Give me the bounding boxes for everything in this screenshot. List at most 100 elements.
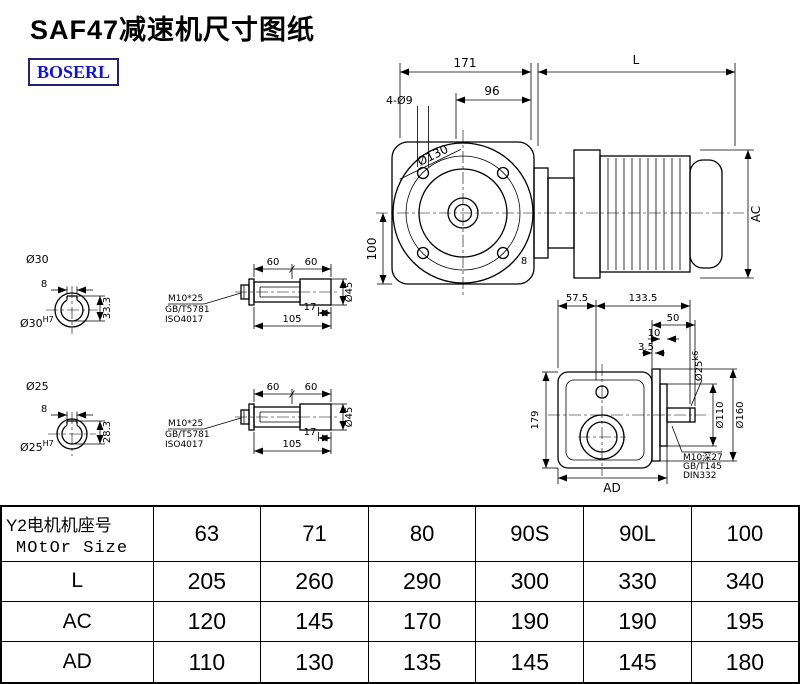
- front-view: 171 L 96 4-Ø9 Ø130 100 AC 8: [365, 53, 763, 298]
- bore25-fit-label: Ø25H7: [20, 439, 54, 454]
- dim-l-label: L: [633, 53, 640, 67]
- table-row-ad: AD 110 130 135 145 145 180: [0, 641, 800, 684]
- shaft-bottom-note3: ISO4017: [165, 440, 203, 450]
- value-cell: 145: [475, 641, 585, 684]
- bore25-dimension-lines: [51, 411, 105, 445]
- bore30-fit-label: Ø30H7: [20, 315, 54, 330]
- value-cell: 135: [367, 641, 477, 684]
- shaft-top-17-label: 17: [304, 302, 317, 313]
- bore30-fit-tol: H7: [43, 315, 54, 324]
- bore30-dimension-lines: [51, 286, 105, 322]
- shaft-top-note2: GB/T5781: [165, 305, 210, 315]
- shaft-top-60a-label: 60: [267, 257, 280, 268]
- side-note3: DIN332: [683, 471, 717, 481]
- side-179-label: 179: [530, 410, 541, 429]
- brand-logo: BOSERL: [28, 58, 120, 86]
- side-1335-label: 133.5: [629, 293, 658, 304]
- table-row-l: L 205 260 290 300 330 340: [0, 560, 800, 602]
- motor-size-header-cn: Y2电机机座号: [6, 516, 112, 536]
- value-cell: 120: [152, 600, 262, 643]
- bore30-keyheight-label: 33.3: [102, 297, 113, 319]
- page-title: SAF47减速机尺寸图纸: [30, 15, 316, 45]
- bore-section-30: Ø30 8 33.3 Ø30H7: [20, 253, 113, 334]
- dim-100-label: 100: [365, 238, 379, 261]
- row-label-cell: AD: [0, 641, 154, 684]
- side-d25k6-dia: Ø25: [693, 361, 705, 382]
- side-view: 57.5 133.5 50 10 3.5 Ø25k6 Ø110 Ø160 179…: [530, 293, 746, 495]
- value-cell: 290: [367, 560, 477, 602]
- value-cell: 130: [260, 641, 369, 684]
- shaft-top-60b-label: 60: [305, 257, 318, 268]
- value-cell: 195: [690, 600, 800, 643]
- side-35-label: 3.5: [638, 342, 654, 353]
- shaft-bottom-note1: M10*25: [168, 419, 203, 429]
- shaft-top-note3: ISO4017: [165, 315, 203, 325]
- value-cell: 110: [152, 641, 262, 684]
- bore25-keyheight-label: 28.3: [102, 421, 113, 443]
- bore-section-25: Ø25 8 28.3 Ø25H7: [20, 380, 113, 456]
- row-label-cell: L: [0, 560, 154, 602]
- bore30-geometry: [46, 286, 98, 334]
- bore25-dia-label: Ø25: [26, 380, 49, 393]
- dimension-table: Y2电机机座号 MOtOr Size 63 71 80 90S 90L 100 …: [0, 505, 800, 684]
- side-note1: M10深27: [683, 452, 723, 463]
- motor-size-header-cell: Y2电机机座号 MOtOr Size: [0, 505, 154, 562]
- side-note2: GB/T145: [683, 462, 722, 472]
- motor-size-cell: 63: [152, 505, 262, 562]
- shaft-detail-top: 60 60 17 105 Ø45 M10*25 GB/T5781 ISO4017: [165, 257, 355, 330]
- bolt-holes-label: 4-Ø9: [386, 94, 413, 107]
- shaft-bottom-60b-label: 60: [305, 382, 318, 393]
- value-cell: 190: [583, 600, 692, 643]
- value-cell: 145: [260, 600, 369, 643]
- shaft-bottom-17-label: 17: [304, 427, 317, 438]
- value-cell: 330: [583, 560, 692, 602]
- front-view-geometry: [376, 130, 744, 298]
- side-view-geometry: [548, 364, 706, 476]
- dim-96-label: 96: [484, 84, 499, 98]
- motor-size-header-en: MOtOr Size: [16, 539, 129, 559]
- shaft-detail-bottom: 60 60 17 105 Ø45 M10*25 GB/T5781 ISO4017: [165, 382, 355, 455]
- side-50-label: 50: [667, 313, 680, 324]
- side-d25k6-fit: k6: [691, 351, 700, 361]
- shaft-top-105-label: 105: [282, 314, 301, 325]
- value-cell: 300: [475, 560, 585, 602]
- motor-size-cell: 90S: [475, 505, 585, 562]
- bore30-fit-dia: Ø30: [20, 317, 43, 330]
- motor-size-cell: 100: [690, 505, 800, 562]
- dim-171-label: 171: [454, 56, 477, 70]
- bore30-keywidth-label: 8: [41, 279, 47, 290]
- shaft-bottom-d45-label: Ø45: [343, 407, 355, 428]
- row-label-cell: AC: [0, 600, 154, 643]
- shaft-top-dimension-lines: [168, 264, 347, 330]
- shaft-bottom-geometry: [235, 403, 340, 431]
- side-d110-label: Ø110: [714, 402, 726, 429]
- side-d160-label: Ø160: [734, 402, 746, 429]
- side-ad-label: AD: [603, 481, 620, 495]
- side-10-label: 10: [648, 328, 661, 339]
- bore25-keywidth-label: 8: [41, 404, 47, 415]
- motor-size-cell: 71: [260, 505, 369, 562]
- motor-cooling-fins: [607, 158, 681, 270]
- value-cell: 190: [475, 600, 585, 643]
- value-cell: 145: [583, 641, 692, 684]
- motor-size-cell: 90L: [583, 505, 692, 562]
- value-cell: 170: [367, 600, 477, 643]
- bore25-fit-dia: Ø25: [20, 441, 43, 454]
- side-575-label: 57.5: [566, 293, 588, 304]
- value-cell: 340: [690, 560, 800, 602]
- side-view-dimension-lines: [542, 300, 737, 484]
- table-row-ac: AC 120 145 170 190 190 195: [0, 600, 800, 643]
- shaft-bottom-dimension-lines: [168, 389, 347, 455]
- shaft-top-note1: M10*25: [168, 294, 203, 304]
- dim-ac-label: AC: [749, 206, 763, 222]
- shaft-top-d45-label: Ø45: [343, 282, 355, 303]
- front-view-dimension-lines: [377, 63, 754, 285]
- bore25-fit-tol: H7: [43, 439, 54, 448]
- technical-drawing: 171 L 96 4-Ø9 Ø130 100 AC 8: [20, 53, 763, 495]
- value-cell: 205: [152, 560, 262, 602]
- value-cell: 180: [690, 641, 800, 684]
- shaft-bottom-note2: GB/T5781: [165, 430, 210, 440]
- bore30-dia-label: Ø30: [26, 253, 49, 266]
- shaft-top-geometry: [235, 278, 340, 306]
- value-cell: 260: [260, 560, 369, 602]
